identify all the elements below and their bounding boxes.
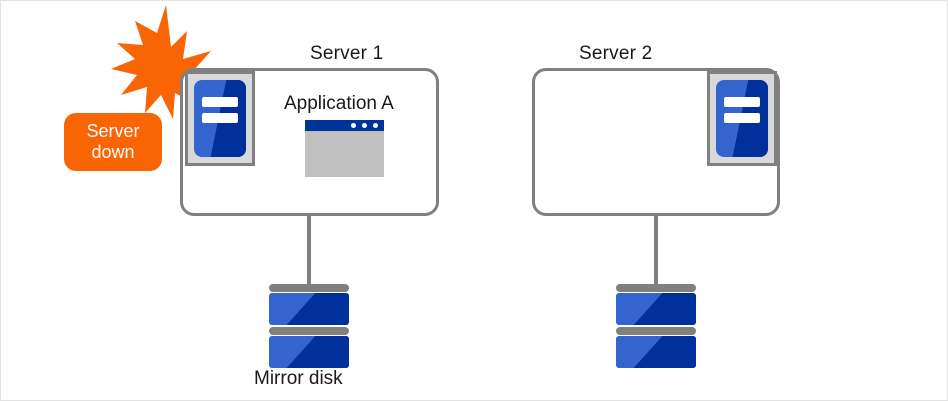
disk-cap-2 xyxy=(269,327,349,335)
tower-bay-1 xyxy=(724,96,760,107)
window-titlebar xyxy=(305,120,384,131)
server-tower-glyph xyxy=(716,80,768,157)
disk-shadow-2 xyxy=(633,336,696,368)
server-1-caption: Server 1 xyxy=(310,43,384,64)
connector-server1-to-disk xyxy=(307,215,311,287)
disk-cap-2 xyxy=(616,327,696,335)
disk-cap-1 xyxy=(616,284,696,292)
status-badge-server-down: Server down xyxy=(64,113,162,171)
window-dot-3 xyxy=(373,123,378,128)
disk-platter-2 xyxy=(269,336,349,368)
disk-shadow-1 xyxy=(286,293,349,325)
server-tower-glyph xyxy=(194,80,246,157)
window-dot-2 xyxy=(362,123,367,128)
tower-bay-1 xyxy=(202,96,238,107)
tower-bay-2 xyxy=(724,113,760,124)
tower-bay-2 xyxy=(202,113,238,124)
mirror-disk-caption: Mirror disk xyxy=(254,368,343,389)
server-1-tower-icon xyxy=(185,71,255,166)
lightning-burst-icon xyxy=(109,3,219,121)
disk-shadow-2 xyxy=(286,336,349,368)
connector-server2-to-disk xyxy=(654,215,658,287)
disk-platter-1 xyxy=(616,293,696,325)
server-2-caption: Server 2 xyxy=(579,43,653,64)
window-dot-1 xyxy=(351,123,356,128)
disk-stack-left xyxy=(269,284,349,368)
disk-cap-1 xyxy=(269,284,349,292)
disk-platter-2 xyxy=(616,336,696,368)
badge-line-1: Server xyxy=(86,120,140,141)
application-a-label: Application A xyxy=(284,93,394,114)
badge-line-2: down xyxy=(91,142,135,162)
server-2-tower-icon xyxy=(707,71,777,166)
disk-stack-right xyxy=(616,284,696,368)
disk-platter-1 xyxy=(269,293,349,325)
disk-shadow-1 xyxy=(633,293,696,325)
application-window-icon xyxy=(305,120,384,177)
